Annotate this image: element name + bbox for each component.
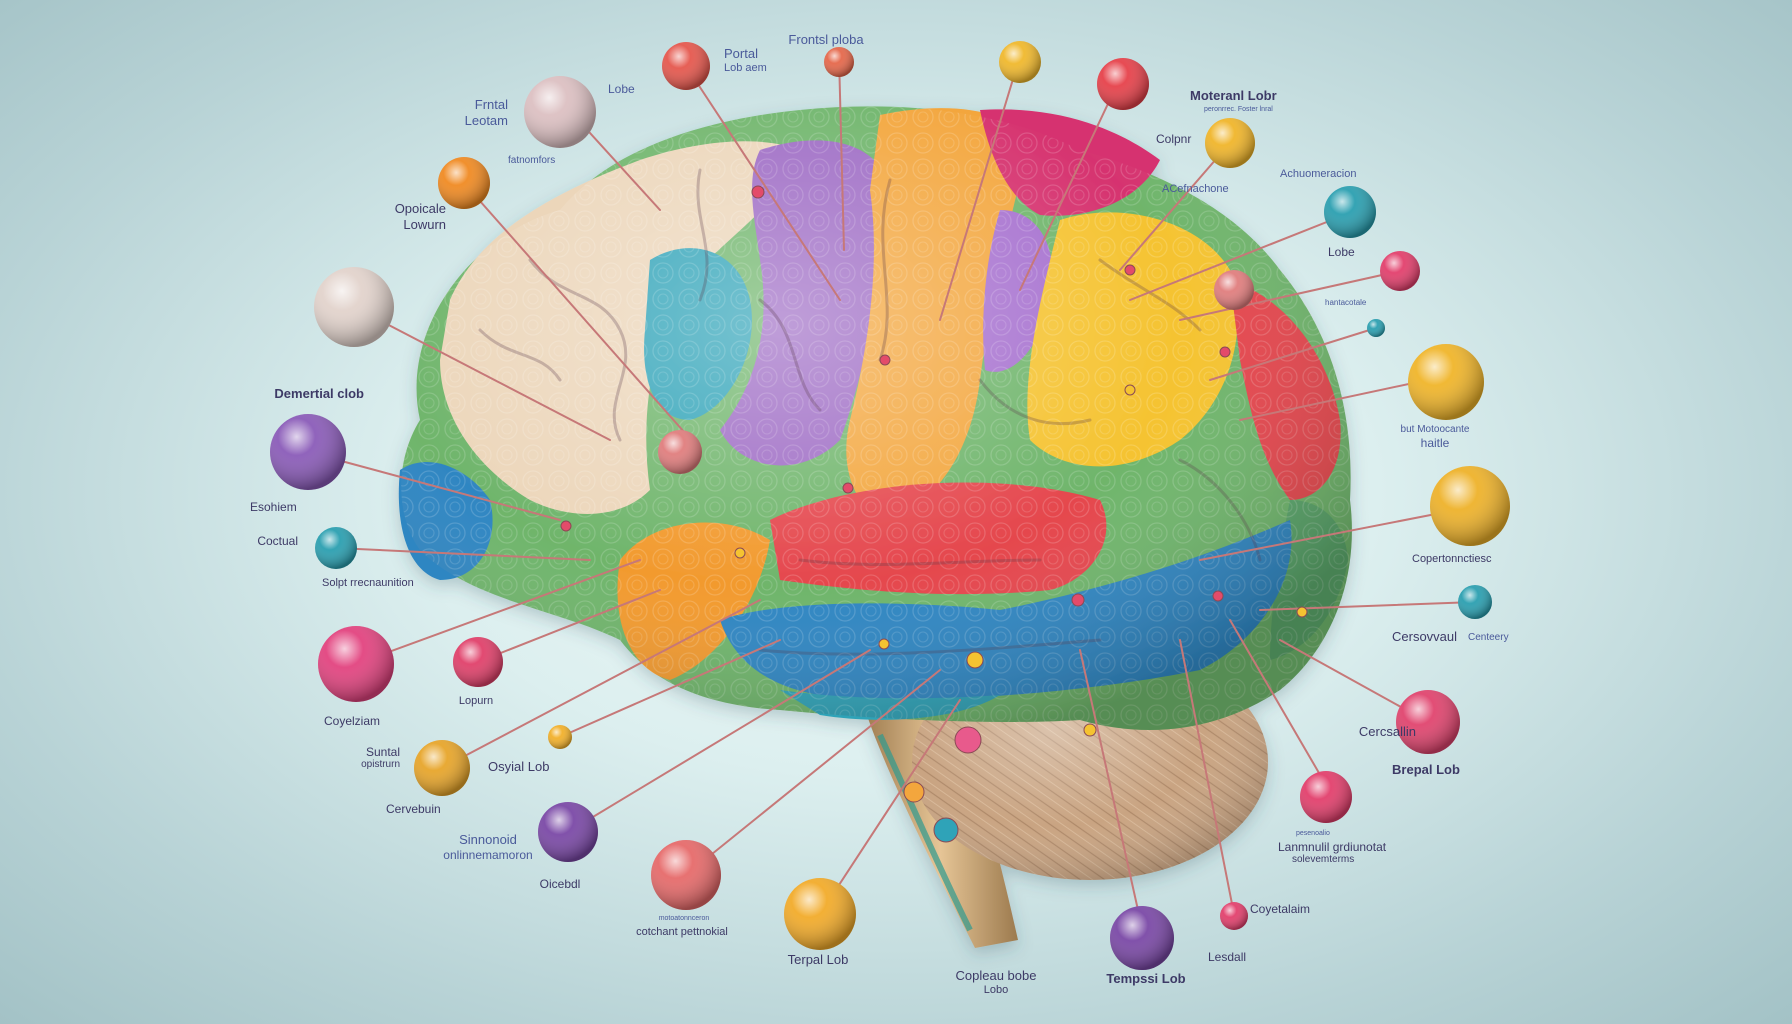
- label-suntal-line2: opistrurn: [361, 759, 400, 771]
- label-oicebdl: Oicebdl: [539, 877, 581, 891]
- marker-tempssi: [1110, 906, 1174, 970]
- label-cotchant: cotchant pettnokial: [636, 926, 728, 938]
- marker-coctual: [315, 527, 357, 569]
- marker-copertonnctiesc: [1430, 466, 1510, 546]
- marker-oicebdl: [538, 802, 598, 862]
- label-coyetalaim: Coyetalaim: [1250, 902, 1311, 916]
- label-demertial-lob: Demertial clob: [274, 386, 364, 401]
- label-cotchant-tiny: motoatonnceron: [658, 915, 710, 922]
- label-opoicale-line2: Lowurn: [403, 216, 446, 232]
- label-motoocante-line1: but Motoocante: [1400, 424, 1470, 435]
- label-brepal-lob: Brepal Lob: [1392, 762, 1460, 777]
- label-lesdall: Lesdall: [1208, 950, 1247, 964]
- label-copleau-line1: Copleau bobe: [955, 968, 1037, 983]
- label-fatnomfors: fatnomfors: [508, 155, 556, 166]
- label-cervebuin: Cervebuin: [386, 802, 441, 816]
- leader-lines: [307, 55, 1476, 929]
- label-centeery: Centeery: [1468, 632, 1509, 643]
- label-portal: Portal Lob aem: [724, 46, 767, 75]
- label-frntal-line1: Frntal: [474, 97, 508, 112]
- marker-small-yellow: [548, 725, 572, 749]
- label-cersovvaul: Cersovvaul: [1392, 629, 1458, 644]
- label-portal-line1: Portal: [724, 46, 758, 61]
- label-lobe-right: Lobe: [1328, 245, 1355, 259]
- marker-hantacotale: [1380, 251, 1420, 291]
- marker-top-yellow: [999, 41, 1041, 83]
- label-colpnr: Colpnr: [1156, 132, 1192, 146]
- label-sinnonoid: Sinnonoid onlinnemamoron: [443, 832, 532, 862]
- label-copleau-line2: Lobo: [983, 983, 1009, 996]
- label-terpal-lob: Terpal Lob: [787, 952, 849, 967]
- label-coctual: Coctual: [257, 534, 298, 548]
- label-hantacotale: hantacotale: [1325, 298, 1367, 307]
- label-moteranl-lobr: Moteranl Lobr: [1190, 88, 1277, 103]
- marker-lob-aem: [662, 42, 710, 90]
- label-osyial-lob: Osyial Lob: [488, 759, 550, 774]
- marker-brepal: [1396, 690, 1460, 754]
- label-sinnonoid-line1: Sinnonoid: [459, 832, 517, 847]
- marker-lopurn: [453, 637, 503, 687]
- marker-cersovvaul: [1458, 585, 1492, 619]
- label-solpt: Solpt rrecnaunition: [322, 577, 414, 589]
- label-lopurn: Lopurn: [458, 695, 494, 707]
- marker-opoicale: [438, 157, 490, 209]
- label-frntal: Frntal Leotam: [440, 97, 508, 128]
- label-motoocante-line2: haitle: [1420, 436, 1450, 450]
- label-lanmnull-tiny: pesenoalio: [1296, 830, 1330, 837]
- label-portal-line2: Lob aem: [724, 61, 767, 74]
- label-lobe-top: Lobe: [608, 82, 635, 96]
- marker-lobe-right: [1324, 186, 1376, 238]
- label-suntal-line1: Suntal: [365, 745, 400, 759]
- marker-frntal: [524, 76, 596, 148]
- label-opoicale: Opoicale Lowurn: [358, 201, 446, 232]
- marker-suntal: [414, 740, 470, 796]
- label-lanmnull: Lanmnulil grdiunotat solevemterms: [1278, 840, 1386, 866]
- marker-terpal: [784, 878, 856, 950]
- marker-coyetalaim: [1220, 902, 1248, 930]
- label-motoocante: but Motoocante haitle: [1401, 424, 1470, 450]
- marker-brain-center: [658, 430, 702, 474]
- marker-brain-right: [1214, 270, 1254, 310]
- label-lanmnull-line2: solevemterms: [1292, 854, 1355, 866]
- label-tempssi-lob: Tempssi Lob: [1106, 971, 1186, 986]
- marker-colpnr: [1205, 118, 1255, 168]
- marker-top-red: [1097, 58, 1149, 110]
- label-frontsl-ploba: Frontsl ploba: [788, 32, 864, 47]
- label-markers: [270, 41, 1510, 970]
- marker-motoocante: [1408, 344, 1484, 420]
- label-acefnachone: ACefnachone: [1162, 183, 1229, 195]
- label-achuomeracion: Achuomeracion: [1280, 168, 1357, 180]
- label-suntal: Suntal opistrurn: [320, 745, 400, 771]
- label-esohiem: Esohiem: [250, 500, 297, 514]
- marker-frontsl-ploba: [824, 47, 854, 77]
- label-sinnonoid-line2: onlinnemamoron: [443, 847, 533, 862]
- marker-coyelziam: [318, 626, 394, 702]
- label-cercsallin: Cercsallin: [1358, 724, 1416, 739]
- label-opoicale-line1: Opoicale: [394, 201, 446, 216]
- marker-cotchant: [651, 840, 721, 910]
- label-frntal-line2: Leotam: [464, 112, 508, 128]
- label-copertonnctiesc: Copertonnctiesc: [1412, 553, 1492, 565]
- label-coyelziam: Coyelziam: [323, 714, 381, 728]
- marker-lanmnull: [1300, 771, 1352, 823]
- label-copleau: Copleau bobe Lobo: [956, 968, 1037, 997]
- marker-demertial: [270, 414, 346, 490]
- label-moteranl-sub: peronrrec. Foster lnral: [1204, 106, 1273, 113]
- marker-beige-left: [314, 267, 394, 347]
- brain: [398, 106, 1352, 948]
- marker-small-blue: [1367, 319, 1385, 337]
- label-lanmnull-line1: Lanmnulil grdiunotat: [1278, 840, 1387, 854]
